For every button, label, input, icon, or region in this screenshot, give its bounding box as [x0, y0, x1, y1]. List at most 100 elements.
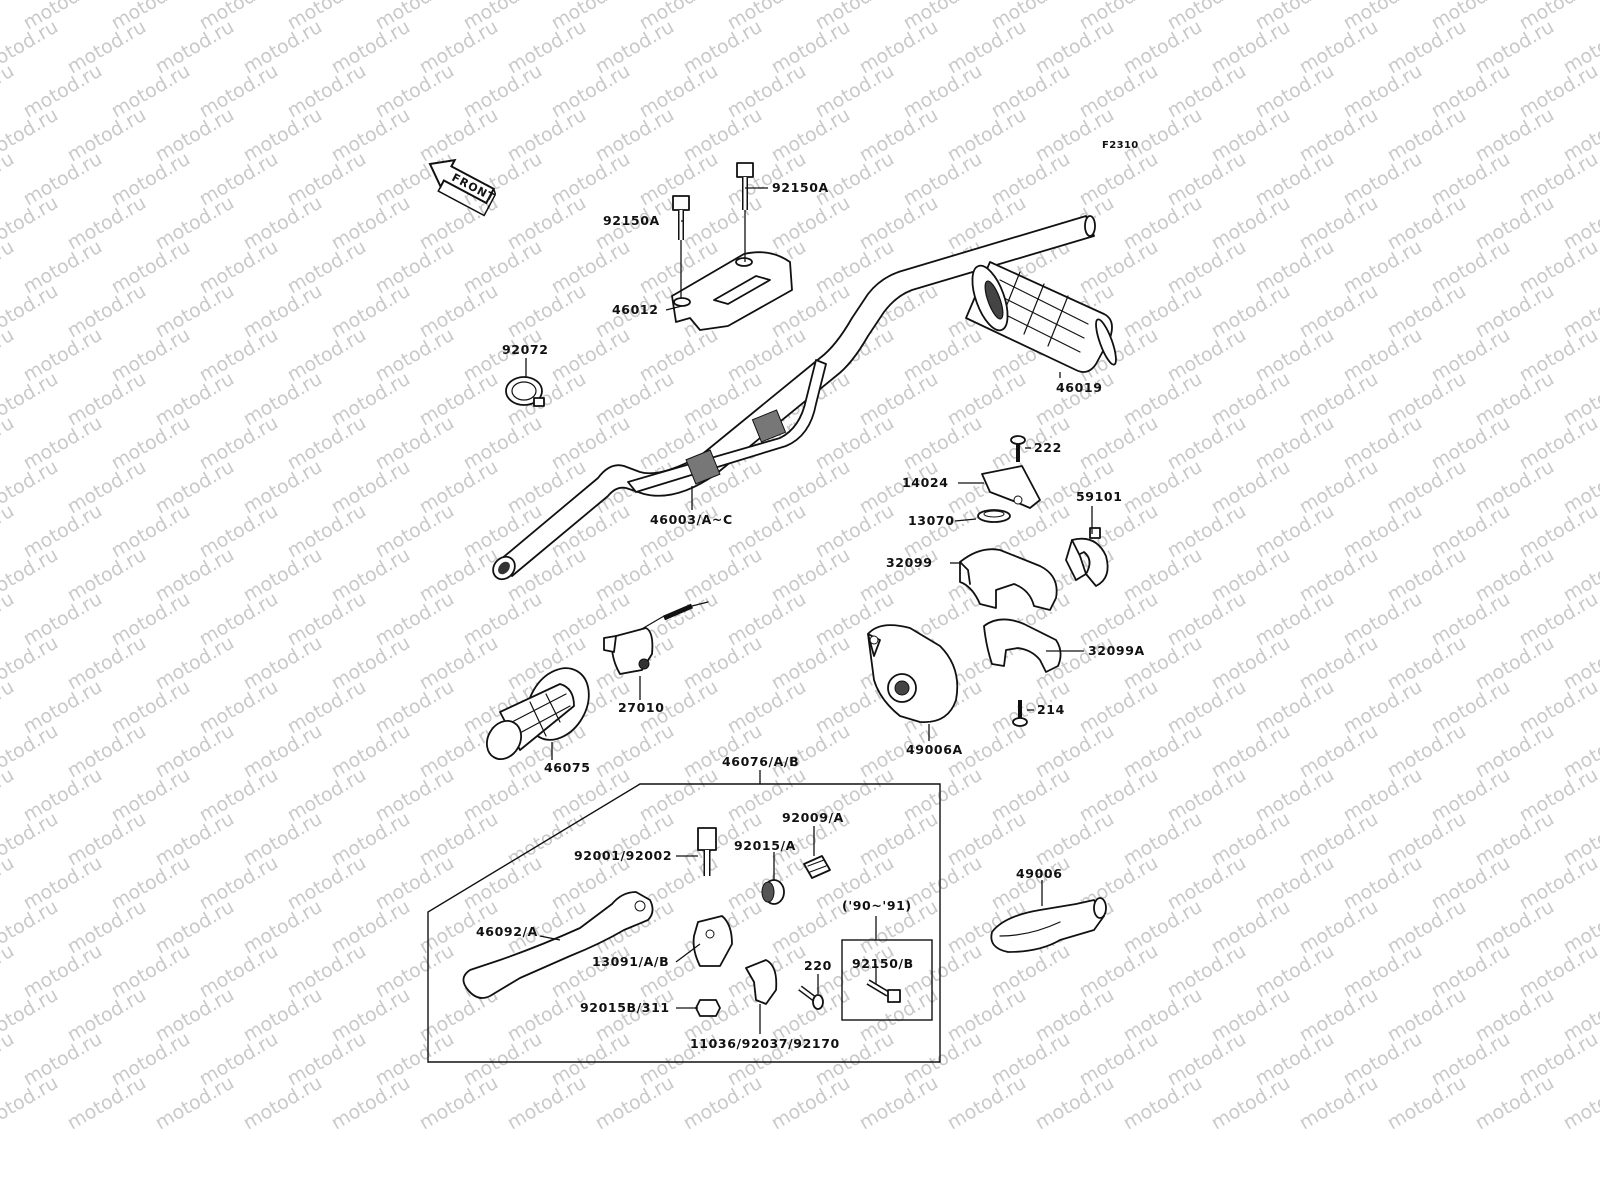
watermark-text: motod.ru: [900, 148, 986, 211]
watermark-text: motod.ru: [1120, 808, 1206, 871]
watermark-text: motod.ru: [1516, 764, 1600, 827]
watermark-text: motod.ru: [372, 412, 458, 475]
watermark-text: motod.ru: [1472, 1072, 1558, 1135]
watermark-text: motod.ru: [1208, 192, 1294, 255]
watermark-text: motod.ru: [64, 16, 150, 79]
watermark-text: motod.ru: [1384, 808, 1470, 871]
watermark-text: motod.ru: [1296, 1072, 1382, 1135]
watermark-text: motod.ru: [0, 1028, 18, 1091]
watermark-text: motod.ru: [240, 632, 326, 695]
watermark-text: motod.ru: [0, 236, 18, 299]
watermark-text: motod.ru: [1428, 1028, 1514, 1091]
watermark-text: motod.ru: [240, 984, 326, 1047]
watermark-text: motod.ru: [1208, 544, 1294, 607]
watermark-text: motod.ru: [1516, 60, 1600, 123]
watermark-text: motod.ru: [1252, 940, 1338, 1003]
label-grip-46019: 46019: [1056, 380, 1103, 395]
watermark-text: motod.ru: [504, 280, 590, 343]
switch-27010-part: [603, 601, 709, 675]
watermark-text: motod.ru: [1076, 60, 1162, 123]
watermark-text: motod.ru: [900, 324, 986, 387]
knurl-zone: [685, 409, 787, 485]
watermark-text: motod.ru: [64, 192, 150, 255]
watermark-text: motod.ru: [856, 1072, 942, 1135]
watermark-text: motod.ru: [372, 236, 458, 299]
watermark-text: motod.ru: [416, 456, 502, 519]
watermark-text: motod.ru: [372, 676, 458, 739]
watermark-text: motod.ru: [108, 236, 194, 299]
watermark-text: motod.ru: [240, 808, 326, 871]
watermark-text: motod.ru: [20, 60, 106, 123]
watermark-text: motod.ru: [1076, 412, 1162, 475]
screw-222-part: [1010, 435, 1026, 462]
watermark-text: motod.ru: [900, 1028, 986, 1091]
watermark-text: motod.ru: [1296, 104, 1382, 167]
watermark-text: motod.ru: [0, 500, 18, 563]
watermark-text: motod.ru: [988, 148, 1074, 211]
holder-59101-part: [1065, 527, 1109, 587]
watermark-text: motod.ru: [1120, 456, 1206, 519]
watermark-text: motod.ru: [1164, 324, 1250, 387]
watermark-text: motod.ru: [1516, 500, 1600, 563]
handlebar-clamp-part: [671, 251, 793, 331]
watermark-text: motod.ru: [328, 808, 414, 871]
label-pivot-bolt-92001: 92001/92002: [574, 848, 672, 863]
watermark-text: motod.ru: [240, 368, 326, 431]
case-32099-part: [959, 548, 1058, 611]
screw-214-part: [1012, 700, 1028, 727]
watermark-text: motod.ru: [20, 764, 106, 827]
watermark-text: motod.ru: [1516, 588, 1600, 651]
watermark-text: motod.ru: [240, 16, 326, 79]
watermark-text: motod.ru: [240, 544, 326, 607]
watermark-text: motod.ru: [372, 588, 458, 651]
watermark-text: motod.ru: [548, 324, 634, 387]
watermark-text: motod.ru: [768, 104, 854, 167]
watermark-text: motod.ru: [1340, 1028, 1426, 1091]
watermark-text: motod.ru: [944, 368, 1030, 431]
watermark-text: motod.ru: [944, 16, 1030, 79]
watermark-text: motod.ru: [1428, 60, 1514, 123]
label-switch-27010: 27010: [618, 700, 665, 715]
watermark-text: motod.ru: [108, 588, 194, 651]
watermark-text: motod.ru: [1472, 192, 1558, 255]
label-clip-13070: 13070: [908, 513, 955, 528]
watermark-text: motod.ru: [592, 1072, 678, 1135]
watermark-text: motod.ru: [592, 720, 678, 783]
watermark-text: motod.ru: [504, 192, 590, 255]
watermark-text: motod.ru: [1340, 500, 1426, 563]
watermark-text: motod.ru: [1164, 500, 1250, 563]
watermark-text: motod.ru: [1252, 852, 1338, 915]
watermark-text: motod.ru: [1076, 588, 1162, 651]
watermark-text: motod.ru: [1428, 324, 1514, 387]
watermark-text: motod.ru: [284, 412, 370, 475]
watermark-text: motod.ru: [0, 588, 18, 651]
lever-assembly-box: [427, 783, 941, 1063]
bolt-92150a-right: [736, 162, 754, 210]
watermark-text: motod.ru: [1208, 456, 1294, 519]
watermark-text: motod.ru: [1384, 544, 1470, 607]
watermark-text: motod.ru: [1516, 1028, 1600, 1091]
watermark-text: motod.ru: [108, 412, 194, 475]
watermark-text: motod.ru: [1428, 500, 1514, 563]
watermark-text: motod.ru: [1472, 720, 1558, 783]
watermark-text: motod.ru: [460, 412, 546, 475]
label-holder-13091: 13091/A/B: [592, 954, 669, 969]
watermark-text: motod.ru: [1296, 280, 1382, 343]
label-housing-49006a: 49006A: [906, 742, 963, 757]
label-grip-46075: 46075: [544, 760, 591, 775]
watermark-text: motod.ru: [900, 764, 986, 827]
watermark-text: motod.ru: [460, 236, 546, 299]
watermark-text: motod.ru: [1296, 808, 1382, 871]
watermark-text: motod.ru: [1164, 764, 1250, 827]
watermark-text: motod.ru: [152, 632, 238, 695]
watermark-text: motod.ru: [900, 940, 986, 1003]
watermark-text: motod.ru: [284, 676, 370, 739]
watermark-text: motod.ru: [680, 192, 766, 255]
watermark-text: motod.ru: [20, 1028, 106, 1091]
watermark-text: motod.ru: [1472, 544, 1558, 607]
watermark-text: motod.ru: [1472, 808, 1558, 871]
watermark-text: motod.ru: [1208, 720, 1294, 783]
watermark-text: motod.ru: [1472, 280, 1558, 343]
